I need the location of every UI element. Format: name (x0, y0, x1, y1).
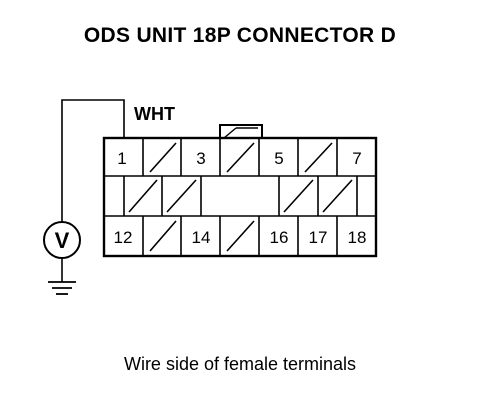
empty-terminal-6 (304, 142, 333, 173)
empty-terminal-10 (283, 179, 314, 213)
terminal-18-label: 18 (348, 228, 367, 247)
wire-color-label: WHT (134, 104, 175, 124)
terminal-labels: 1 3 5 7 12 14 16 17 18 (114, 149, 367, 247)
diagram-caption: Wire side of female terminals (123, 354, 357, 374)
connector-body (102, 136, 378, 258)
voltmeter-symbol: V (55, 228, 70, 253)
connector-row-top (142, 138, 338, 176)
connector-lock-tab (219, 124, 263, 140)
terminal-3-label: 3 (196, 149, 205, 168)
empty-terminal-4 (226, 142, 255, 173)
terminal-17-label: 17 (309, 228, 328, 247)
diagram-title: ODS UNIT 18P CONNECTOR D (83, 24, 397, 47)
empty-terminal-8 (128, 179, 158, 213)
terminal-5-label: 5 (274, 149, 283, 168)
empty-terminal-13 (149, 220, 177, 252)
terminal-12-label: 12 (114, 228, 133, 247)
terminal-14-label: 14 (192, 228, 211, 247)
probe-wire (61, 99, 125, 222)
ground-icon (48, 281, 76, 295)
empty-terminal-15 (226, 220, 255, 252)
voltmeter-icon: V (43, 221, 81, 259)
empty-terminal-11 (322, 179, 353, 213)
terminal-7-label: 7 (352, 149, 361, 168)
connector-row-middle (123, 176, 358, 216)
empty-terminal-9 (166, 179, 197, 213)
empty-terminal-2 (149, 142, 177, 173)
terminal-1-label: 1 (117, 149, 126, 168)
terminal-16-label: 16 (270, 228, 289, 247)
connector-row-bottom (142, 216, 338, 256)
